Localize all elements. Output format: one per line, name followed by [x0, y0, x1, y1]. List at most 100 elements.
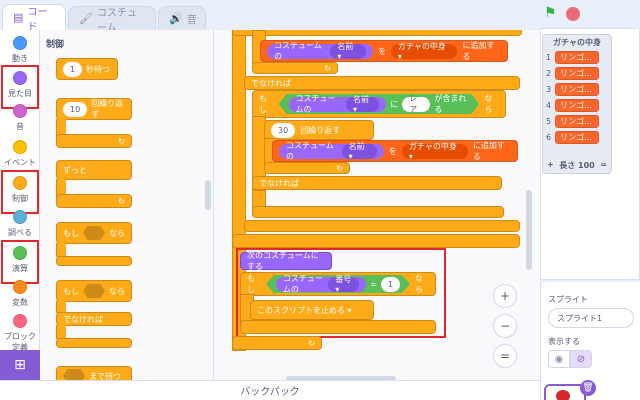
costume-name-dropdown[interactable]: 名前 ▾ [330, 42, 366, 61]
block-wait-until[interactable]: まで待つ [56, 366, 132, 380]
list-item: 2 リンゴ... [546, 67, 600, 80]
contains-operator[interactable]: コスチュームの 名前 ▾ に レア が含まれる [279, 94, 480, 114]
else-label: でなければ [251, 78, 291, 88]
list-value[interactable]: リンゴ... [555, 51, 600, 64]
list-footer: + 長さ 100 = [543, 160, 611, 171]
tab-sounds[interactable]: 🔊 音 [158, 6, 206, 30]
costume-name-dropdown[interactable]: 名前 ▾ [341, 142, 377, 161]
if-arm [56, 243, 66, 257]
costume-reporter-4[interactable]: コスチュームの 番号 ▾ [276, 277, 366, 292]
add-to-list-block-1[interactable]: コスチュームの 名前 ▾ を ガチャの中身 ▾ に追加する [260, 40, 508, 62]
category-variables[interactable]: 変数 [1, 276, 39, 320]
costume-reporter-3[interactable]: コスチュームの 名前 ▾ [279, 141, 384, 161]
list-value[interactable]: リンゴ... [555, 115, 600, 128]
category-dot-icon [13, 71, 27, 85]
to-label: を [377, 46, 386, 56]
contains-value-input[interactable]: レア [402, 97, 430, 112]
stop-dropdown[interactable]: このスクリプトを止める ▾ [257, 305, 352, 315]
code-scrollbar-horizontal[interactable] [286, 376, 396, 381]
repeat-arm [56, 119, 66, 137]
category-sound[interactable]: 音 [1, 100, 39, 144]
list-add-button[interactable]: + [547, 160, 554, 169]
script-area[interactable]: コスチュームの 名前 ▾ を ガチャの中身 ▾ に追加する ↻ でなければ もし… [214, 30, 540, 380]
costume-number-dropdown[interactable]: 番号 ▾ [328, 277, 359, 292]
category-menu: 動き 見た目 音 イベント 制御 調べる 演算 変数 ブロック定義 [0, 30, 40, 380]
block-wait[interactable]: 1 秒待つ [56, 58, 118, 80]
zoom-reset-icon: = [499, 349, 511, 363]
zoom-reset-button[interactable]: = [493, 344, 517, 368]
category-sensing[interactable]: 調べる [1, 206, 39, 250]
block-repeat[interactable]: 10 回繰り返す [56, 98, 132, 120]
add-extension-button[interactable]: ⊞ [0, 350, 40, 380]
tab-code[interactable]: ▤ コード [2, 4, 66, 33]
list-value[interactable]: リンゴ... [555, 131, 600, 144]
stop-script-block[interactable]: このスクリプトを止める ▾ [250, 300, 374, 320]
backpack-label: バックパック [240, 387, 300, 398]
category-dot-icon [13, 314, 27, 328]
equals-operator[interactable]: コスチュームの 番号 ▾ = 1 [266, 275, 410, 293]
if-foot [56, 256, 132, 266]
green-flag-icon[interactable]: ⚑ [544, 5, 557, 21]
repeat-label: 回繰り返す [300, 125, 341, 135]
category-label: イベント [4, 158, 36, 167]
block-forever[interactable]: ずっと [56, 160, 132, 180]
outer-foot [232, 234, 520, 248]
sprite-name-input[interactable]: スプライト1 [548, 308, 634, 328]
costume-reporter-1[interactable]: コスチュームの 名前 ▾ [267, 41, 373, 61]
list-dropdown[interactable]: ガチャの中身 ▾ [401, 142, 468, 161]
list-item: 6 リンゴ... [546, 131, 600, 144]
equals-value-input[interactable]: 1 [381, 277, 400, 292]
costume-name-dropdown[interactable]: 名前 ▾ [346, 97, 379, 112]
category-label: 調べる [8, 228, 32, 237]
stop-icon[interactable] [566, 7, 580, 21]
repeat-count-input[interactable]: 30 [271, 122, 296, 138]
list-value[interactable]: リンゴ... [555, 99, 600, 112]
if-contains-block[interactable]: もし コスチュームの 名前 ▾ に レア が含まれる なら [252, 90, 506, 118]
condition-slot[interactable] [63, 369, 85, 380]
condition-slot[interactable] [83, 226, 105, 240]
costume-label: コスチュームの [274, 41, 322, 61]
zoom-in-button[interactable]: + [493, 284, 517, 308]
code-scrollbar-vertical[interactable] [526, 190, 532, 270]
else-label: でなければ [259, 178, 299, 188]
add-label: に追加する [462, 41, 495, 61]
palette-scrollbar[interactable] [205, 180, 211, 210]
next-costume-block[interactable]: 次のコスチュームにする [240, 251, 332, 271]
category-dot-icon [13, 210, 27, 224]
repeat-input[interactable]: 10 [63, 101, 88, 117]
wait-input[interactable]: 1 [63, 61, 83, 77]
brush-icon: 🖌 [79, 12, 93, 25]
block-if[interactable]: もし なら [56, 222, 132, 244]
show-visible-button[interactable]: ◉ [548, 350, 570, 368]
wait-label: 秒待つ [86, 64, 111, 74]
next-costume-label: 次のコスチュームにする [247, 251, 319, 271]
show-hidden-button[interactable]: ⊘ [570, 350, 592, 368]
equals-sign: = [370, 279, 378, 289]
category-label: 制御 [12, 194, 28, 203]
add-to-list-block-2[interactable]: コスチュームの 名前 ▾ を ガチャの中身 ▾ に追加する [272, 140, 518, 162]
list-resize-handle[interactable]: = [600, 160, 607, 169]
tab-code-label: コード [27, 6, 48, 33]
category-my-blocks[interactable]: ブロック定義 [1, 310, 39, 354]
trash-icon[interactable]: 🗑 [580, 380, 596, 396]
backpack[interactable]: バックパック [0, 380, 540, 400]
editor-tabs: ▤ コード 🖌 コスチューム 🔊 音 [0, 0, 540, 34]
costume-reporter-2[interactable]: コスチュームの 名前 ▾ [289, 97, 387, 112]
then-label: なら [484, 94, 493, 114]
category-dot-icon [13, 176, 27, 190]
repeat-30-block[interactable]: 30 回繰り返す [264, 120, 374, 140]
category-events[interactable]: イベント [1, 136, 39, 180]
condition-slot[interactable] [83, 284, 105, 298]
then-else-label: なら [109, 286, 125, 296]
category-motion[interactable]: 動き [1, 32, 39, 76]
block-if-else[interactable]: もし なら [56, 280, 132, 302]
tab-costumes[interactable]: 🖌 コスチューム [68, 6, 156, 34]
if-equals-block[interactable]: もし コスチュームの 番号 ▾ = 1 なら [240, 272, 436, 296]
list-dropdown[interactable]: ガチャの中身 ▾ [390, 42, 458, 61]
tab-sounds-label: 音 [186, 15, 197, 26]
list-value[interactable]: リンゴ... [555, 83, 600, 96]
if-foot-3 [240, 320, 436, 334]
eye-icon: ◉ [554, 353, 564, 365]
list-value[interactable]: リンゴ... [555, 67, 600, 80]
zoom-out-button[interactable]: − [493, 314, 517, 338]
